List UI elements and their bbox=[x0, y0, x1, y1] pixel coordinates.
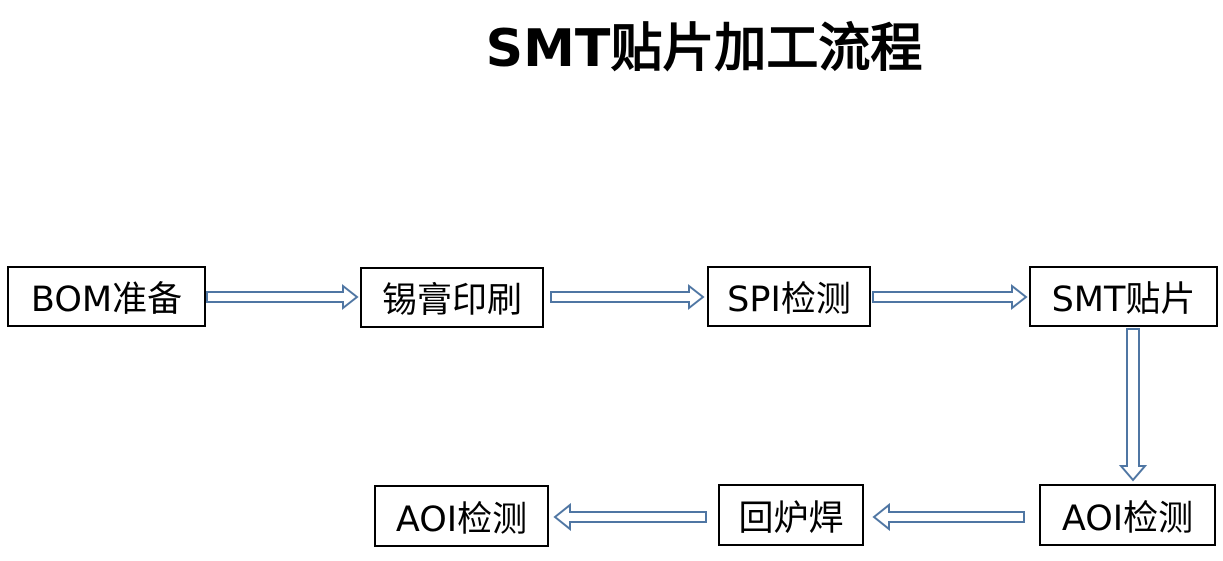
arrow-left-2 bbox=[553, 502, 707, 532]
step-label: AOI检测 bbox=[395, 499, 528, 540]
arrow-down-1 bbox=[1118, 328, 1148, 482]
step-bom-prep: BOM准备 bbox=[7, 266, 206, 327]
arrow-right-1 bbox=[206, 283, 359, 311]
step-spi-inspection: SPI检测 bbox=[707, 266, 871, 327]
step-label: SMT贴片 bbox=[1051, 280, 1196, 320]
step-aoi-inspection-1: AOI检测 bbox=[1039, 484, 1216, 546]
step-smt-placement: SMT贴片 bbox=[1029, 266, 1218, 327]
diagram-title: SMT贴片加工流程 bbox=[485, 19, 923, 79]
arrow-left-1 bbox=[872, 502, 1025, 532]
step-label: AOI检测 bbox=[1061, 498, 1194, 539]
step-label: 回炉焊 bbox=[738, 498, 844, 539]
step-label: 锡膏印刷 bbox=[381, 281, 522, 321]
arrow-right-3 bbox=[872, 283, 1028, 311]
step-label: SPI检测 bbox=[727, 280, 851, 320]
step-reflow-soldering: 回炉焊 bbox=[718, 484, 864, 546]
step-label: BOM准备 bbox=[30, 280, 183, 320]
arrow-right-2 bbox=[550, 283, 705, 311]
step-aoi-inspection-2: AOI检测 bbox=[374, 485, 549, 547]
step-solder-paste-printing: 锡膏印刷 bbox=[360, 267, 544, 328]
